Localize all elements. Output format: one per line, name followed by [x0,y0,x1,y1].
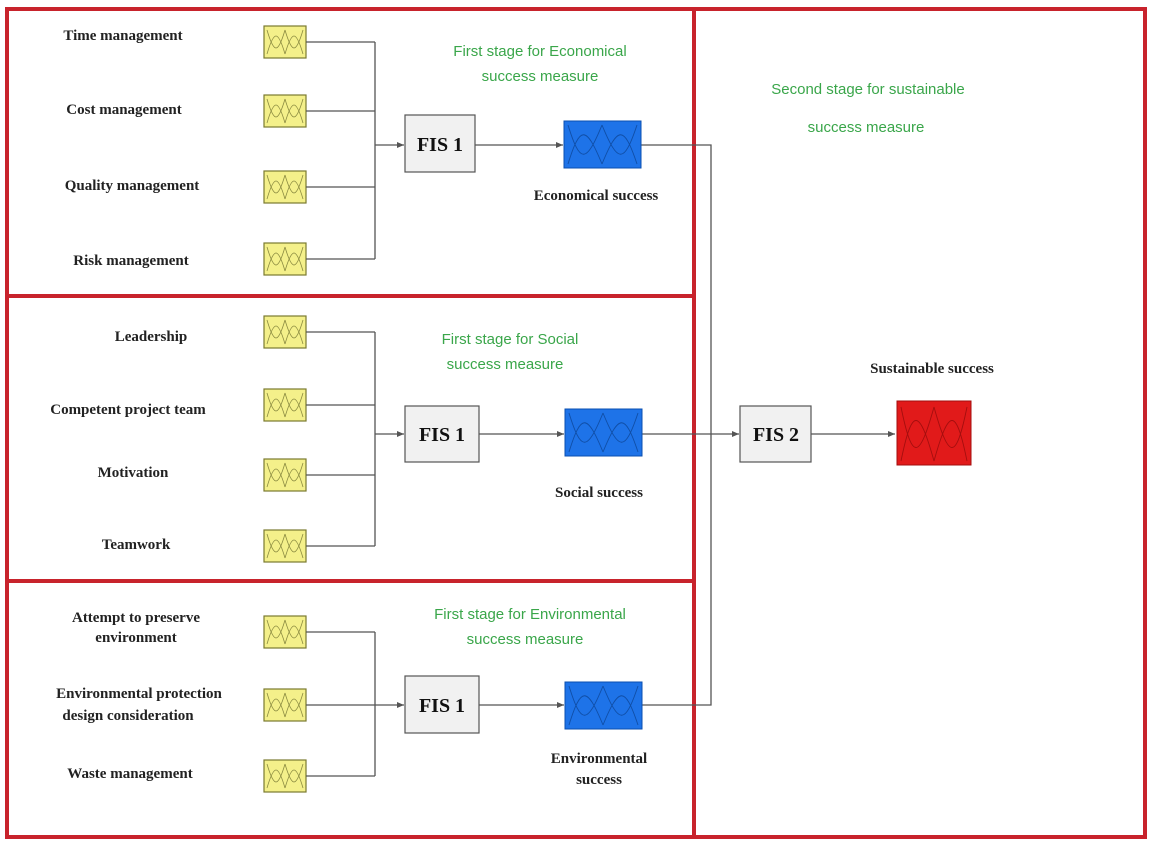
fis1-economic-block: FIS 1 [404,114,476,173]
economic-stage-caption-line2: success measure [482,68,599,85]
output-label-sustainable: Sustainable success [870,361,994,377]
output-label-environmental-line1: Environmental [551,751,647,767]
input-label-risk: Risk management [73,253,188,269]
input-label-quality: Quality management [65,178,200,194]
membership-function-icon [263,94,307,128]
environmental-stage-caption-line2: success measure [467,631,584,648]
output-label-economic: Economical success [534,188,659,204]
fis1-environmental-label: FIS 1 [419,695,465,717]
input-label-competent-team: Competent project team [50,402,206,418]
membership-function-icon [263,615,307,649]
economic-stage-caption-line1: First stage for Economical [453,43,626,60]
social-stage-caption-line2: success measure [447,356,564,373]
membership-function-icon [263,242,307,276]
membership-function-icon [263,529,307,563]
membership-function-icon [263,388,307,422]
membership-function-icon [263,315,307,349]
final-output-membership-function-icon [896,400,972,466]
input-label-protection-line1: Environmental protection [56,686,222,702]
membership-function-icon [263,458,307,492]
environmental-wiring [306,631,564,777]
output-label-environmental-line2: success [576,772,622,788]
second-stage-frame [692,7,1147,839]
input-label-preserve-line1: Attempt to preserve [72,610,200,626]
input-label-protection-line2: design consideration [62,708,194,724]
input-label-waste: Waste management [67,766,192,782]
social-wiring [306,331,564,547]
second-stage-wiring [641,144,895,706]
fis2-label: FIS 2 [753,424,799,446]
economic-wiring [306,41,563,260]
environmental-stage-caption-line1: First stage for Environmental [434,606,626,623]
input-label-cost: Cost management [66,102,181,118]
social-stage-caption-line1: First stage for Social [442,331,579,348]
membership-function-icon [263,688,307,722]
fis2-block: FIS 2 [739,405,812,463]
input-label-leadership: Leadership [115,329,188,345]
second-stage-caption-line1: Second stage for sustainable [771,81,964,98]
input-label-preserve-line2: environment [95,630,176,646]
fis1-environmental-block: FIS 1 [404,675,480,734]
output-membership-function-icon [563,120,642,169]
fis1-social-label: FIS 1 [419,424,465,446]
input-label-motivation: Motivation [98,465,169,481]
output-membership-function-icon [564,681,643,730]
input-label-time: Time management [63,28,182,44]
fis1-social-block: FIS 1 [404,405,480,463]
second-stage-caption-line2: success measure [808,119,925,136]
output-label-social: Social success [555,485,643,501]
input-label-teamwork: Teamwork [102,537,171,553]
membership-function-icon [263,25,307,59]
fis1-economic-label: FIS 1 [417,134,463,156]
output-membership-function-icon [564,408,643,457]
membership-function-icon [263,759,307,793]
membership-function-icon [263,170,307,204]
